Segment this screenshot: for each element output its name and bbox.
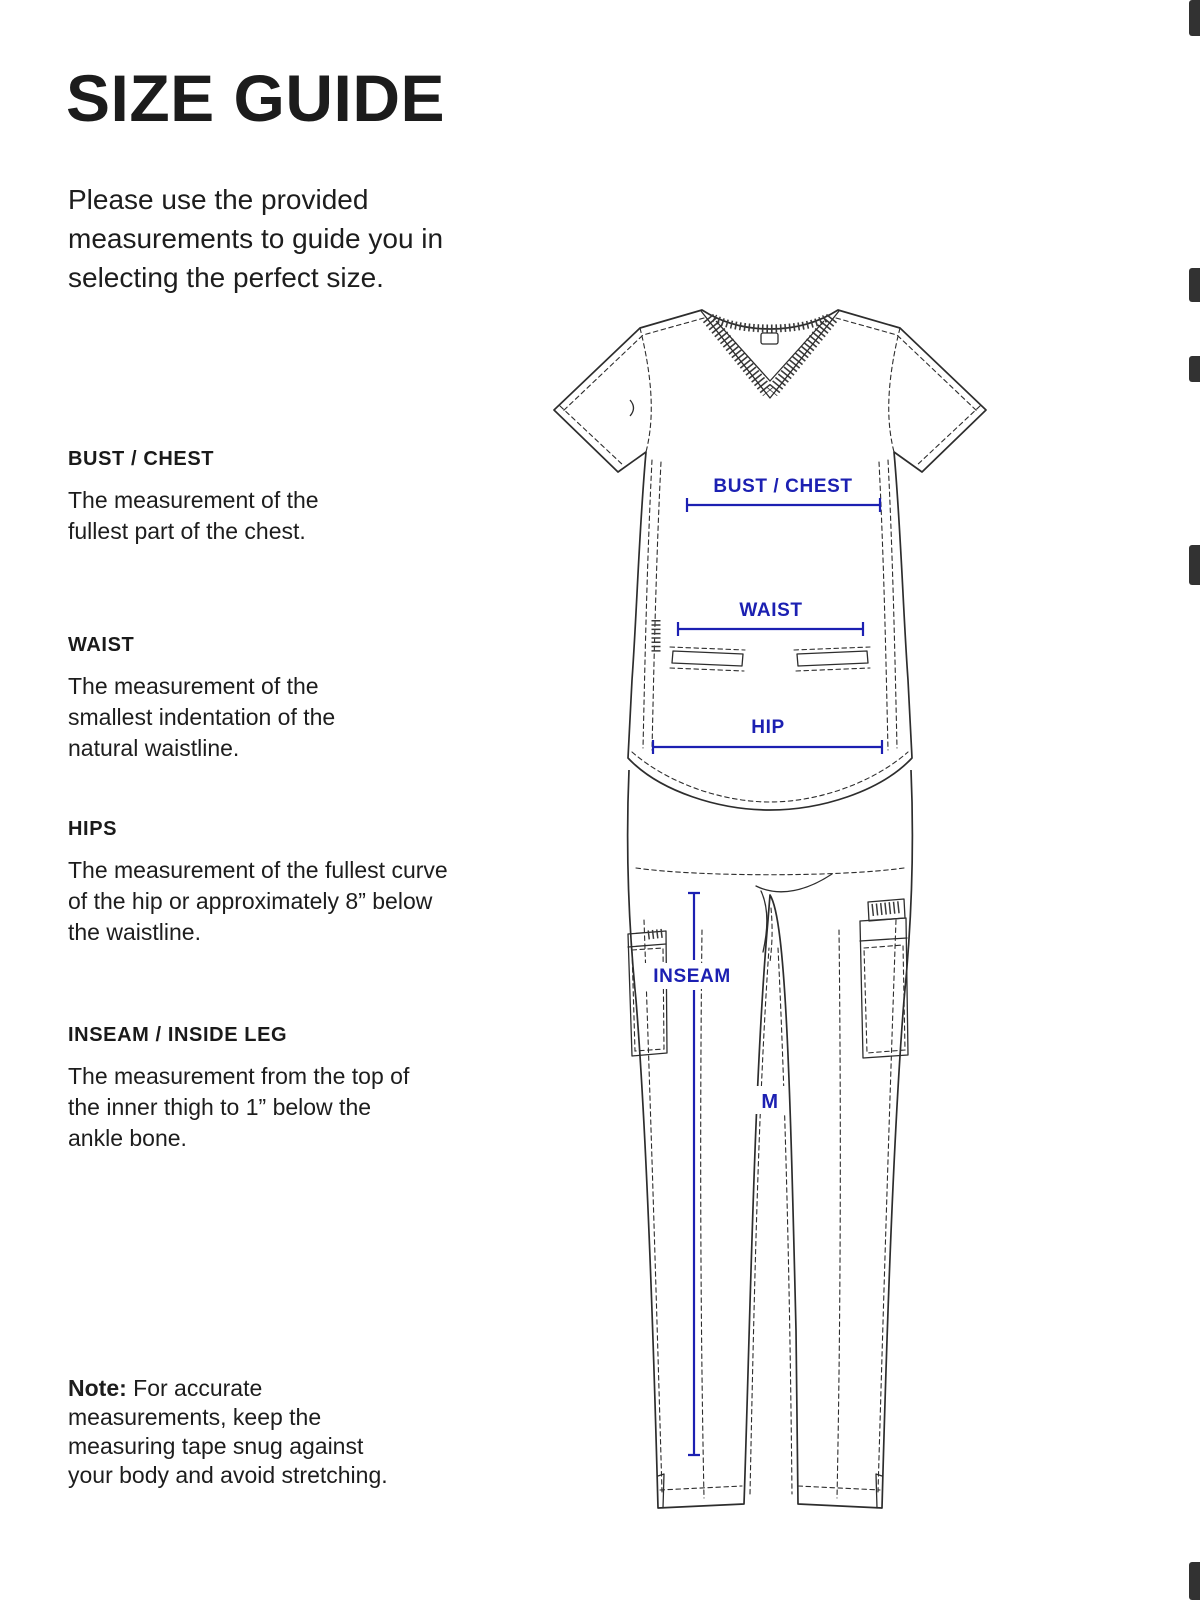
drawstring bbox=[755, 873, 833, 893]
note-line: measurements, keep the bbox=[68, 1404, 322, 1430]
definition-bust-chest: BUST / CHEST The measurement of the full… bbox=[68, 448, 378, 547]
definition-body: The measurement of the smallest indentat… bbox=[68, 673, 336, 761]
definition-heading: WAIST bbox=[68, 634, 135, 656]
size-letter-label: M bbox=[761, 1091, 778, 1113]
bust-measure-label: BUST / CHEST bbox=[713, 476, 852, 497]
garment-diagram: BUST / CHEST WAIST HIP INSEAM M bbox=[540, 280, 1010, 1530]
welt-pocket-right bbox=[796, 650, 869, 667]
note-line: measuring tape snug against bbox=[68, 1433, 364, 1459]
definition-heading: HIPS bbox=[68, 818, 118, 840]
page-title: SIZE GUIDE bbox=[66, 61, 446, 135]
definition-hips: HIPS The measurement of the fullest curv… bbox=[68, 818, 468, 948]
bust-measure-line bbox=[685, 498, 882, 512]
definition-heading: BUST / CHEST bbox=[68, 448, 215, 470]
welt-pocket-left bbox=[671, 650, 744, 667]
waist-measure-label: WAIST bbox=[739, 600, 802, 621]
garment-technical-drawing: BUST / CHEST WAIST HIP INSEAM M bbox=[553, 309, 987, 1509]
definition-body: The measurement of the fullest part of t… bbox=[68, 487, 319, 544]
measurement-note: Note: For accurate measurements, keep th… bbox=[68, 1374, 388, 1490]
neck-tag bbox=[760, 332, 779, 345]
definition-body: The measurement from the top of the inne… bbox=[68, 1063, 410, 1151]
measurement-annotations: BUST / CHEST WAIST HIP INSEAM M bbox=[644, 476, 884, 1457]
scrub-top-drawing bbox=[553, 309, 987, 811]
edge-artifact bbox=[1189, 0, 1200, 36]
definition-inseam: INSEAM / INSIDE LEG The measurement from… bbox=[68, 1024, 413, 1154]
edge-artifact bbox=[1189, 356, 1200, 382]
definition-body: The measurement of the fullest curve of … bbox=[68, 857, 448, 945]
hip-measure-label: HIP bbox=[751, 717, 784, 738]
edge-artifact bbox=[1189, 1562, 1200, 1600]
definition-heading: INSEAM / INSIDE LEG bbox=[68, 1024, 288, 1046]
inseam-measure-label: INSEAM bbox=[653, 966, 731, 987]
hip-measure-line bbox=[651, 740, 884, 754]
edge-artifact bbox=[1189, 545, 1200, 585]
scrub-pants-drawing bbox=[626, 769, 914, 1509]
inseam-measure-line bbox=[688, 891, 700, 1457]
waist-measure-line bbox=[676, 622, 865, 636]
edge-artifact bbox=[1189, 268, 1200, 302]
note-rest: For accurate bbox=[133, 1375, 263, 1401]
definition-waist: WAIST The measurement of the smallest in… bbox=[68, 634, 378, 764]
note-line: your body and avoid stretching. bbox=[68, 1462, 388, 1488]
ribbed-collar bbox=[702, 313, 838, 397]
note-label: Note: bbox=[68, 1375, 127, 1401]
intro-text: Please use the provided measurements to … bbox=[68, 184, 444, 293]
